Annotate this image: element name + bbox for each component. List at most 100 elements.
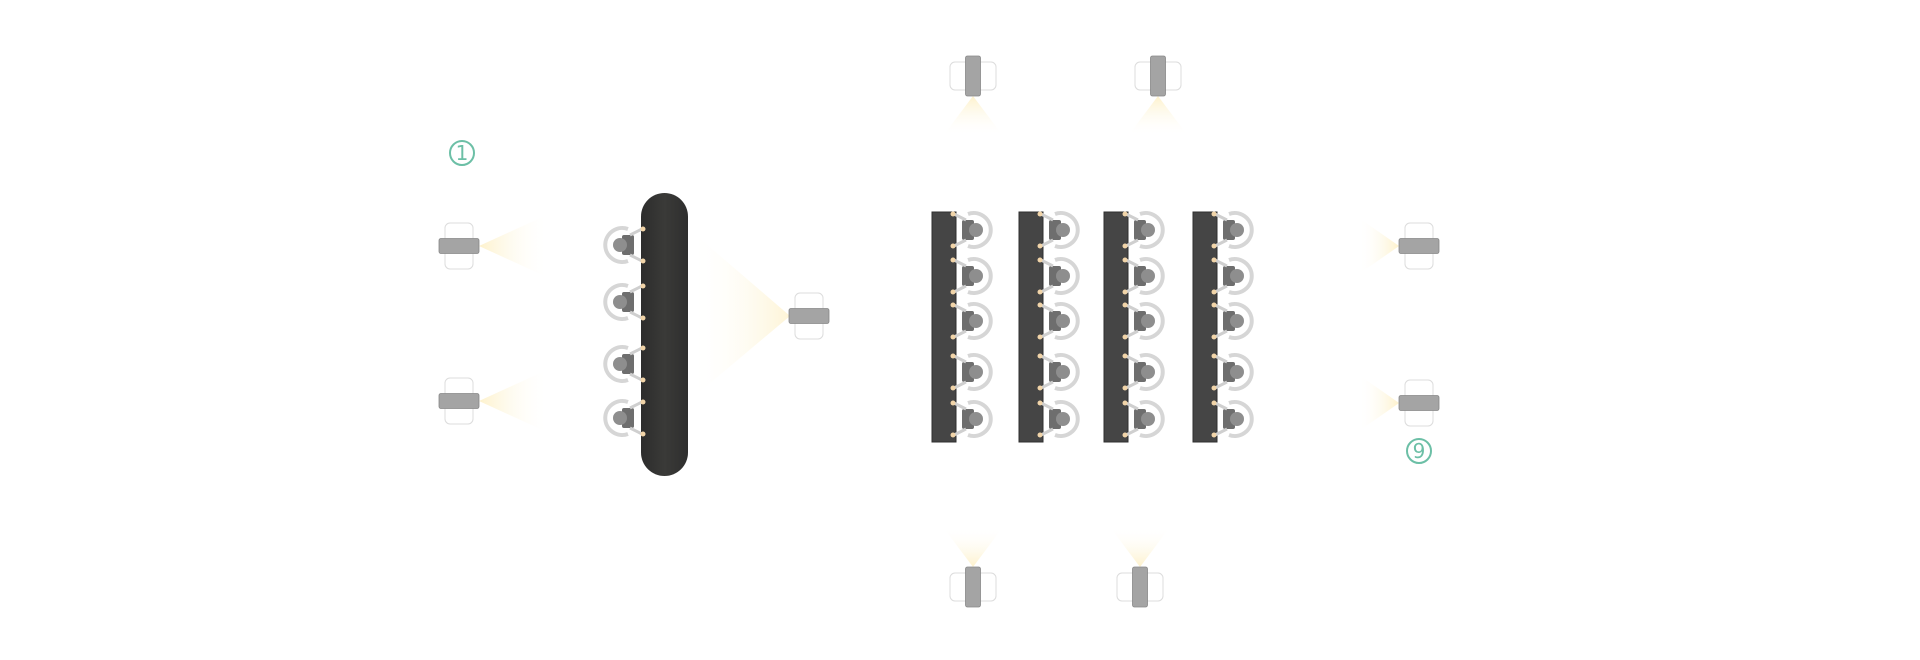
- projector: [943, 527, 1003, 608]
- arm: [629, 372, 643, 382]
- arm: [1214, 284, 1228, 294]
- arm: [1040, 212, 1054, 222]
- seated-person: [603, 345, 646, 383]
- arm: [1040, 238, 1054, 248]
- hand: [1037, 353, 1043, 359]
- hand: [1211, 353, 1217, 359]
- arm: [629, 310, 643, 320]
- seated-person: [950, 353, 993, 391]
- chair: [603, 283, 629, 321]
- projector-body: [438, 238, 480, 254]
- arm: [1040, 380, 1054, 390]
- arm: [629, 253, 643, 263]
- body: [622, 408, 634, 428]
- seated-person: [950, 302, 993, 340]
- projector-body: [965, 566, 981, 608]
- seated-person: [950, 211, 993, 249]
- body: [962, 220, 974, 240]
- chair: [1228, 257, 1254, 295]
- body: [1134, 409, 1146, 429]
- head: [969, 269, 983, 283]
- arm: [629, 227, 643, 237]
- chair: [1054, 211, 1080, 249]
- arm: [1214, 427, 1228, 437]
- seated-person: [1122, 353, 1165, 391]
- seated-person: [603, 283, 646, 321]
- projector: [1110, 527, 1170, 608]
- body: [1049, 311, 1061, 331]
- boardroom-table: [641, 193, 688, 476]
- seated-person: [1037, 302, 1080, 340]
- body: [962, 311, 974, 331]
- arm: [1040, 427, 1054, 437]
- body: [1134, 311, 1146, 331]
- seated-person: [1122, 211, 1165, 249]
- chair: [603, 226, 629, 264]
- hand: [640, 226, 646, 232]
- arm: [1214, 212, 1228, 222]
- chair: [603, 399, 629, 437]
- body: [1049, 409, 1061, 429]
- arm: [1125, 238, 1139, 248]
- seated-person: [1211, 353, 1254, 391]
- hand: [1211, 211, 1217, 217]
- body: [622, 292, 634, 312]
- head: [613, 295, 627, 309]
- hand: [1122, 211, 1128, 217]
- head: [1141, 412, 1155, 426]
- chair: [1139, 400, 1165, 438]
- arm: [953, 354, 967, 364]
- projector-body: [1398, 238, 1440, 254]
- arm: [1125, 258, 1139, 268]
- projector: [1359, 218, 1440, 274]
- hand: [950, 243, 956, 249]
- head: [1056, 223, 1070, 237]
- arm: [1040, 284, 1054, 294]
- arm: [1214, 238, 1228, 248]
- arm: [629, 400, 643, 410]
- label-section-9: 9: [1413, 439, 1426, 463]
- chair: [967, 302, 993, 340]
- hand: [1037, 289, 1043, 295]
- arm: [953, 258, 967, 268]
- arm: [953, 303, 967, 313]
- hand: [1122, 257, 1128, 263]
- head: [1230, 314, 1244, 328]
- seated-person: [1037, 353, 1080, 391]
- arm: [1214, 303, 1228, 313]
- hand: [640, 258, 646, 264]
- body: [622, 354, 634, 374]
- chair: [1054, 353, 1080, 391]
- light-beam: [479, 369, 549, 433]
- chair: [1228, 302, 1254, 340]
- body: [622, 235, 634, 255]
- hand: [950, 211, 956, 217]
- seated-person: [1122, 302, 1165, 340]
- projector: [438, 369, 549, 433]
- head: [1056, 314, 1070, 328]
- projector: [943, 55, 1003, 136]
- body: [1134, 362, 1146, 382]
- hand: [1122, 289, 1128, 295]
- projector-body: [1150, 55, 1166, 97]
- head: [969, 314, 983, 328]
- body: [1049, 220, 1061, 240]
- head: [1230, 365, 1244, 379]
- arm: [953, 401, 967, 411]
- head: [1056, 269, 1070, 283]
- arm: [1125, 212, 1139, 222]
- body: [1223, 266, 1235, 286]
- head: [1056, 365, 1070, 379]
- body: [1134, 266, 1146, 286]
- arm: [1214, 354, 1228, 364]
- label-circle-9: [1406, 438, 1432, 464]
- hand: [1037, 243, 1043, 249]
- arm: [629, 284, 643, 294]
- head: [613, 411, 627, 425]
- chair: [1054, 400, 1080, 438]
- seated-person: [1037, 211, 1080, 249]
- light-beam: [943, 527, 1003, 567]
- hand: [1211, 302, 1217, 308]
- light-beam: [1359, 218, 1399, 274]
